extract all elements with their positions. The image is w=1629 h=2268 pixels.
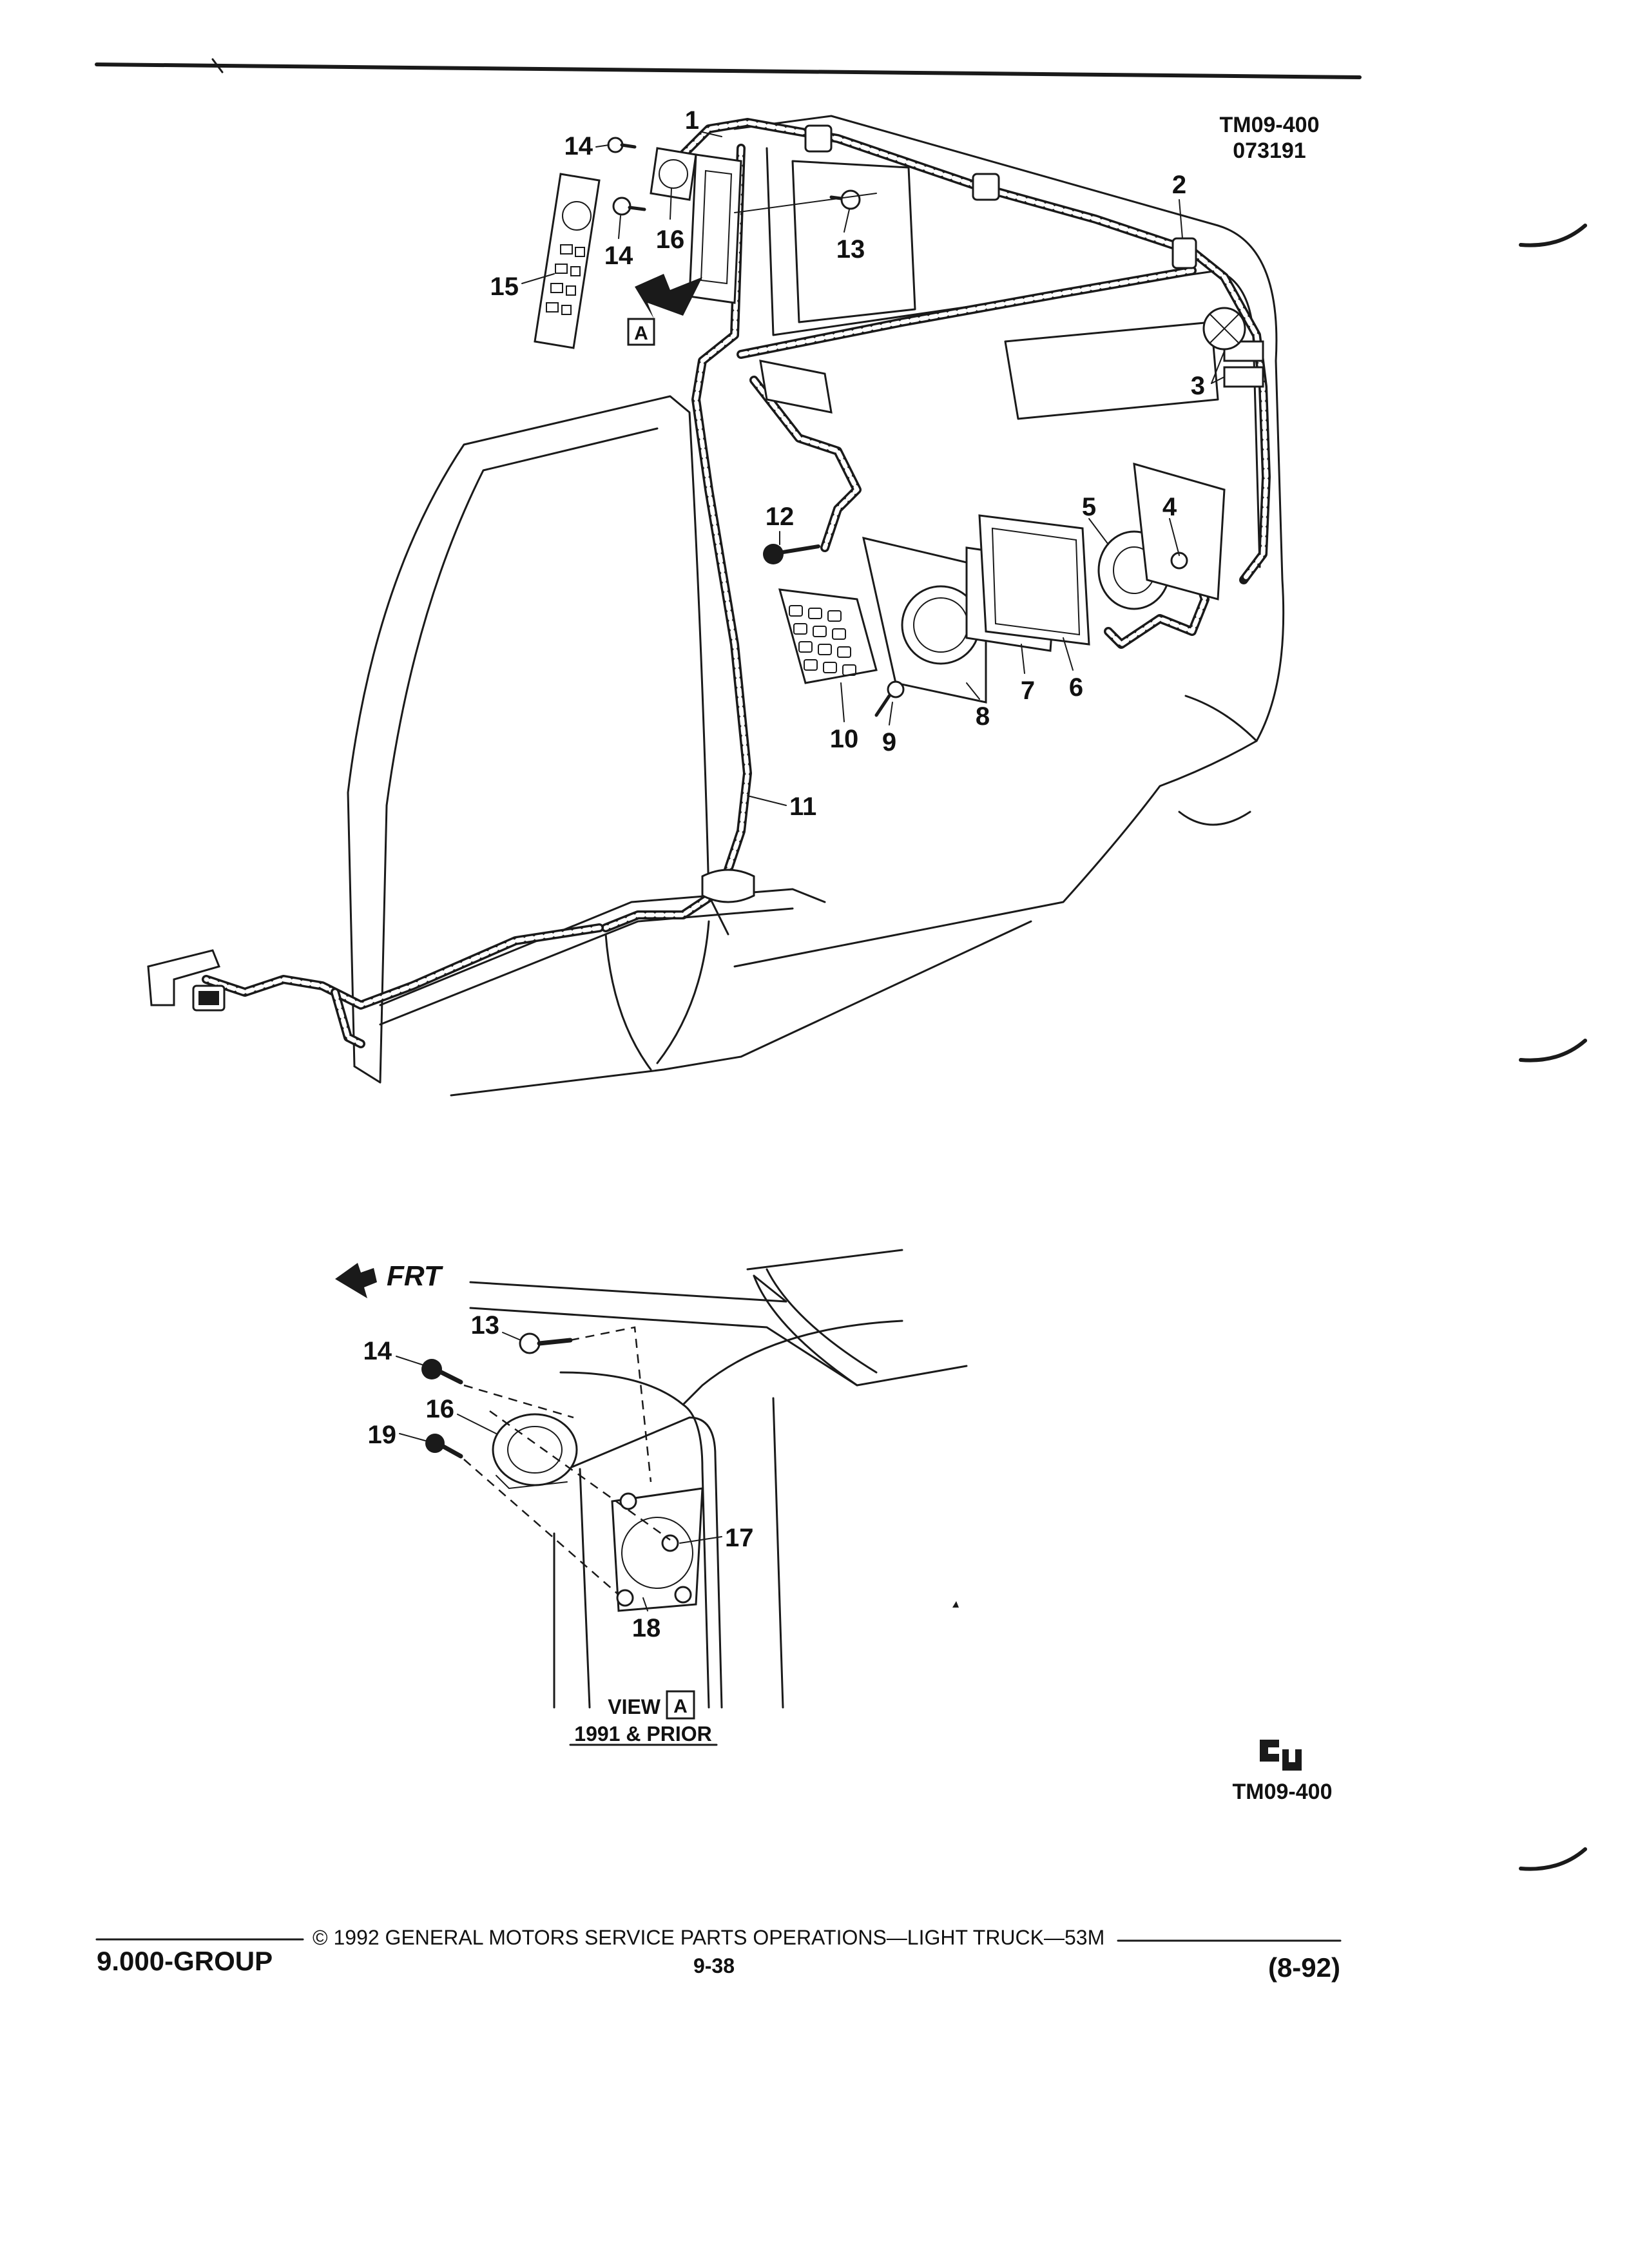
callout-5: 5	[1082, 493, 1096, 521]
callout-8: 8	[976, 702, 990, 731]
detail-callout-13: 13	[471, 1311, 500, 1340]
logo-ref-code: TM09-400	[1233, 1780, 1333, 1804]
speaker-assembly	[759, 360, 1226, 717]
page-edge-mark-3	[1519, 1847, 1587, 1871]
detail-callout-16: 16	[426, 1395, 455, 1423]
main-leader-lines	[521, 131, 1225, 806]
harness-clips	[701, 124, 1264, 903]
detail-view-body	[335, 1249, 968, 1746]
callout-14-lower: 14	[604, 242, 633, 270]
callout-9: 9	[882, 728, 896, 756]
vehicle-body-outline	[347, 115, 1285, 1097]
top-rule	[95, 62, 1362, 79]
callout-11: 11	[789, 793, 816, 821]
page-edge-mark-2	[1519, 1039, 1587, 1062]
callout-6: 6	[1069, 673, 1083, 702]
footer-page: 9-38	[693, 1954, 735, 1977]
footer-copyright: © 1992 GENERAL MOTORS SERVICE PARTS OPER…	[313, 1926, 1104, 1949]
front-connector	[147, 949, 226, 1012]
footer-date-code: (8-92)	[1268, 1952, 1340, 1983]
main-view-marker: A	[634, 323, 648, 344]
view-label: VIEW	[608, 1695, 661, 1718]
stray-mark	[952, 1601, 959, 1608]
rule-tick	[211, 58, 224, 73]
footer-group: 9.000-GROUP	[97, 1946, 273, 1976]
callout-12: 12	[766, 503, 795, 531]
callout-2: 2	[1172, 171, 1186, 199]
callout-1: 1	[685, 106, 699, 135]
detail-leader-lines	[396, 1332, 722, 1611]
detail-callout-14: 14	[363, 1337, 392, 1365]
gm-logo-icon	[1260, 1740, 1302, 1771]
ref-date: 073191	[1233, 139, 1306, 163]
callout-13: 13	[836, 235, 865, 264]
detail-callout-18: 18	[632, 1614, 661, 1642]
view-marker: A	[673, 1696, 688, 1717]
ref-code: TM09-400	[1220, 113, 1320, 137]
upper-speaker-parts	[534, 137, 861, 349]
callout-7: 7	[1021, 677, 1035, 705]
callout-4: 4	[1162, 493, 1177, 521]
page-edge-mark-1	[1519, 224, 1587, 247]
callout-16: 16	[656, 226, 685, 254]
callout-15: 15	[490, 273, 519, 301]
applicability-note: 1991 & PRIOR	[574, 1722, 711, 1745]
detail-callout-19: 19	[368, 1421, 397, 1449]
detail-callout-17: 17	[725, 1524, 754, 1552]
front-direction-label: FRT	[387, 1260, 443, 1292]
callout-3: 3	[1191, 372, 1205, 400]
callout-14-upper: 14	[564, 132, 593, 160]
callout-10: 10	[830, 725, 859, 753]
